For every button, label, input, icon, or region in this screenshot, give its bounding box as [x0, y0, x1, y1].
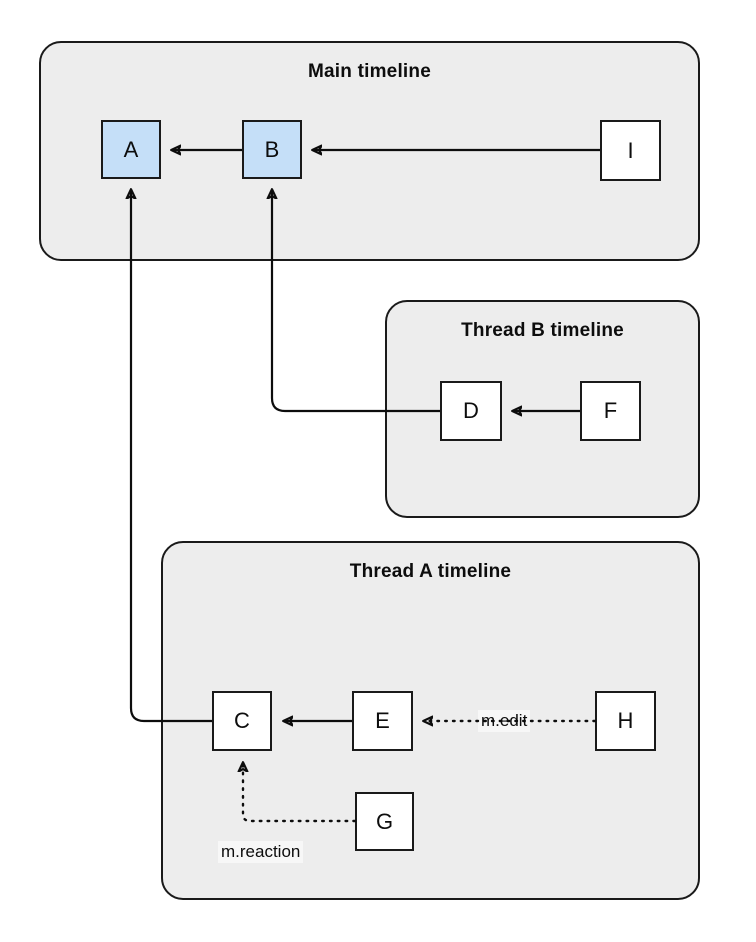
event-node-c-label: C [234, 708, 250, 733]
event-node-b[interactable]: B [242, 120, 302, 179]
event-node-i-label: I [627, 137, 634, 163]
event-node-c[interactable]: C [212, 691, 272, 751]
event-node-h[interactable]: H [595, 691, 656, 751]
group-thread-b-timeline-title: Thread B timeline [461, 320, 624, 341]
event-node-a[interactable]: A [101, 120, 161, 179]
event-node-f[interactable]: F [580, 381, 641, 441]
event-node-e[interactable]: E [352, 691, 413, 751]
event-node-a-label: A [123, 136, 139, 162]
event-node-e-label: E [375, 708, 390, 733]
group-main-timeline-title: Main timeline [308, 61, 431, 82]
edge-label-m-edit: m.edit [478, 710, 531, 732]
event-node-f-label: F [603, 398, 618, 423]
event-node-d[interactable]: D [440, 381, 502, 441]
event-node-b-label: B [264, 136, 280, 162]
group-thread-a-timeline-title: Thread A timeline [349, 561, 512, 582]
edge-label-m-reaction: m.reaction [218, 841, 304, 863]
event-node-d-label: D [463, 398, 479, 423]
group-thread-b-timeline: Thread B timeline [385, 300, 700, 518]
event-node-i[interactable]: I [600, 120, 661, 181]
event-node-g-label: G [375, 808, 394, 834]
event-node-g[interactable]: G [355, 792, 414, 851]
event-node-h-label: H [617, 708, 634, 733]
